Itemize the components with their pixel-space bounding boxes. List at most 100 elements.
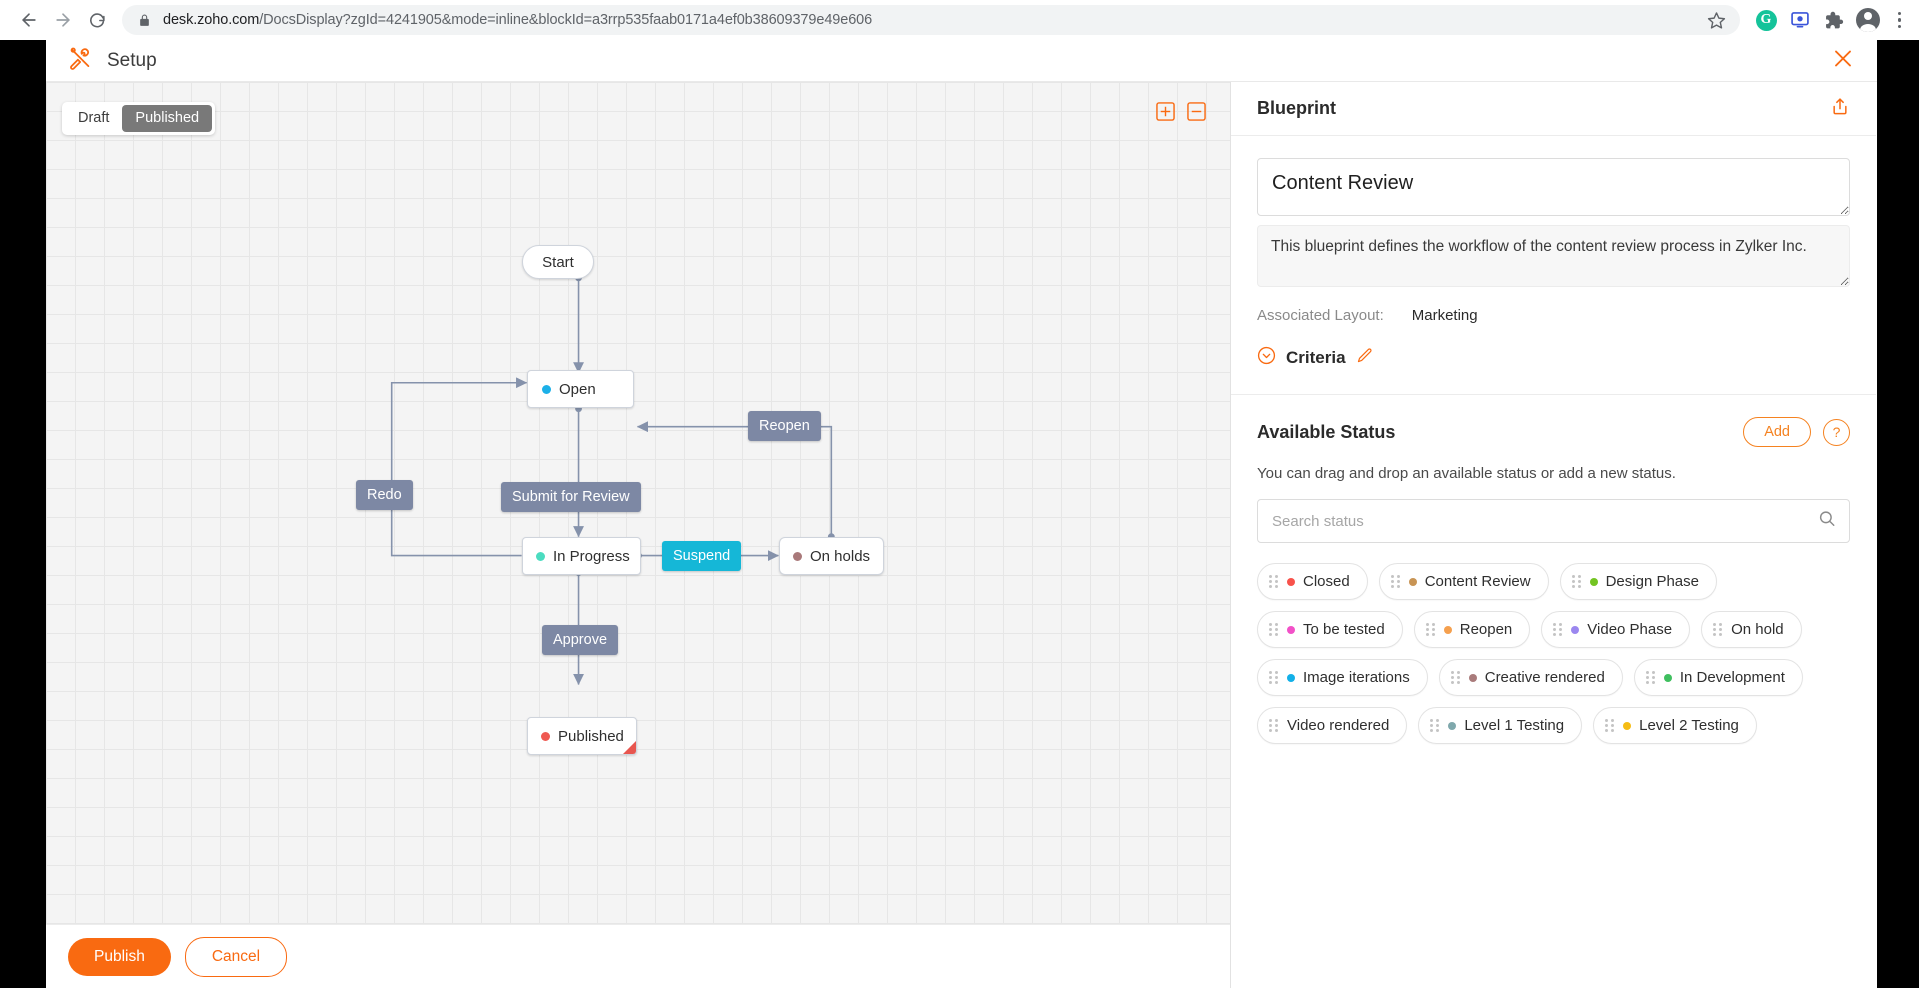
node-label: In Progress xyxy=(553,547,630,565)
panel-header: Blueprint xyxy=(1231,82,1876,136)
status-chip[interactable]: Creative rendered xyxy=(1438,659,1623,696)
status-chip-label: Level 1 Testing xyxy=(1464,717,1565,734)
node-start[interactable]: Start xyxy=(522,245,594,279)
status-chip[interactable]: Content Review xyxy=(1378,563,1549,600)
forward-arrow-icon[interactable] xyxy=(46,3,80,37)
status-chip[interactable]: Reopen xyxy=(1413,611,1531,648)
search-status-wrap xyxy=(1257,499,1850,543)
status-chip-label: Design Phase xyxy=(1605,573,1699,590)
status-chip[interactable]: Video Phase xyxy=(1541,611,1691,648)
node-in-progress[interactable]: In Progress xyxy=(522,537,641,575)
drag-handle-icon[interactable] xyxy=(1269,623,1278,636)
associated-layout-label: Associated Layout: xyxy=(1257,307,1384,324)
status-color-dot xyxy=(1448,721,1457,730)
status-chip[interactable]: Level 1 Testing xyxy=(1418,707,1583,744)
transition-label: Redo xyxy=(367,487,402,503)
search-icon[interactable] xyxy=(1818,510,1836,533)
transition-approve[interactable]: Approve xyxy=(542,625,619,656)
transition-suspend[interactable]: Suspend xyxy=(662,541,742,572)
drag-handle-icon[interactable] xyxy=(1553,623,1563,636)
help-icon[interactable]: ? xyxy=(1823,418,1850,446)
status-chip-label: Reopen xyxy=(1459,621,1513,638)
zoom-in-icon[interactable] xyxy=(1156,102,1175,121)
zoom-controls xyxy=(1156,102,1206,121)
status-chip[interactable]: In Development xyxy=(1633,659,1803,696)
status-chip[interactable]: Video rendered xyxy=(1257,707,1408,744)
blueprint-name-input[interactable] xyxy=(1257,158,1850,216)
status-chip-label: Video rendered xyxy=(1287,717,1390,734)
drag-handle-icon[interactable] xyxy=(1269,575,1278,588)
criteria-label: Criteria xyxy=(1286,348,1346,367)
status-chip-label: Level 2 Testing xyxy=(1639,717,1739,734)
close-icon[interactable] xyxy=(1831,46,1855,75)
draft-published-toggle[interactable]: Draft Published xyxy=(62,102,216,136)
drag-handle-icon[interactable] xyxy=(1571,575,1581,588)
transition-redo[interactable]: Redo xyxy=(356,480,413,511)
back-arrow-icon[interactable] xyxy=(12,3,46,37)
status-chip-label: Content Review xyxy=(1424,573,1531,590)
status-chip[interactable]: To be tested xyxy=(1257,611,1403,648)
zoom-out-icon[interactable] xyxy=(1187,102,1206,121)
status-color-dot xyxy=(1443,625,1452,634)
status-chip[interactable]: On hold xyxy=(1701,611,1802,648)
drag-handle-icon[interactable] xyxy=(1450,671,1460,684)
toggle-draft[interactable]: Draft xyxy=(78,110,110,126)
status-chip[interactable]: Level 2 Testing xyxy=(1593,707,1757,744)
transition-reopen[interactable]: Reopen xyxy=(748,411,821,442)
status-chip[interactable]: Design Phase xyxy=(1559,563,1717,600)
pencil-edit-icon[interactable] xyxy=(1356,347,1373,369)
cancel-button[interactable]: Cancel xyxy=(184,936,288,977)
drag-handle-icon[interactable] xyxy=(1269,671,1278,684)
drag-handle-icon[interactable] xyxy=(1713,623,1723,636)
status-dot xyxy=(536,551,545,561)
status-color-dot xyxy=(1287,625,1295,634)
status-color-dot xyxy=(1623,721,1632,730)
drag-handle-icon[interactable] xyxy=(1430,719,1440,732)
reload-icon[interactable] xyxy=(80,3,114,37)
canvas-footer: Publish Cancel xyxy=(46,924,1230,988)
blueprint-canvas[interactable]: Draft Published xyxy=(46,82,1231,988)
drag-handle-icon[interactable] xyxy=(1425,623,1435,636)
star-icon[interactable] xyxy=(1707,11,1726,30)
grammarly-icon[interactable]: G xyxy=(1755,9,1777,31)
tools-icon xyxy=(68,46,93,76)
criteria-row[interactable]: Criteria xyxy=(1257,346,1850,370)
status-dot xyxy=(793,551,802,561)
share-export-icon[interactable] xyxy=(1830,96,1850,122)
three-dot-menu-icon[interactable] xyxy=(1892,8,1908,33)
screencast-icon[interactable] xyxy=(1789,10,1811,30)
drag-handle-icon[interactable] xyxy=(1645,671,1655,684)
lock-icon xyxy=(138,13,151,28)
toggle-published[interactable]: Published xyxy=(122,105,213,133)
address-bar[interactable]: desk.zoho.com/DocsDisplay?zgId=4241905&m… xyxy=(122,5,1740,35)
add-status-button[interactable]: Add xyxy=(1743,417,1811,447)
puzzle-piece-icon[interactable] xyxy=(1823,10,1844,31)
chevron-down-circle-icon[interactable] xyxy=(1257,346,1276,370)
status-color-dot xyxy=(1287,673,1295,682)
setup-header: Setup xyxy=(46,40,1877,82)
url-host: desk.zoho.com xyxy=(163,12,260,28)
available-status-title: Available Status xyxy=(1257,421,1396,442)
node-published[interactable]: Published xyxy=(527,717,637,755)
publish-button[interactable]: Publish xyxy=(68,937,171,976)
url-path: /DocsDisplay?zgId=4241905&mode=inline&bl… xyxy=(259,12,873,28)
blueprint-details: Associated Layout: Marketing Criteria xyxy=(1231,136,1876,394)
blueprint-description-input[interactable] xyxy=(1257,225,1850,287)
status-chip[interactable]: Image iterations xyxy=(1257,659,1428,696)
browser-toolbar: desk.zoho.com/DocsDisplay?zgId=4241905&m… xyxy=(0,0,1919,40)
status-chip-label: In Development xyxy=(1679,669,1785,686)
profile-avatar-icon[interactable] xyxy=(1855,8,1880,32)
node-label: Start xyxy=(542,253,574,271)
drag-handle-icon[interactable] xyxy=(1390,575,1400,588)
node-open[interactable]: Open xyxy=(527,370,634,408)
transition-submit-for-review[interactable]: Submit for Review xyxy=(501,482,641,513)
drag-handle-icon[interactable] xyxy=(1605,719,1615,732)
search-status-input[interactable] xyxy=(1257,499,1850,543)
status-chip-label: Image iterations xyxy=(1303,669,1410,686)
browser-extensions: G xyxy=(1750,8,1908,33)
status-color-dot xyxy=(1408,577,1417,586)
panel-divider xyxy=(1231,394,1876,395)
node-on-holds[interactable]: On holds xyxy=(779,537,884,575)
drag-handle-icon[interactable] xyxy=(1269,719,1278,732)
status-chip[interactable]: Closed xyxy=(1257,563,1368,600)
